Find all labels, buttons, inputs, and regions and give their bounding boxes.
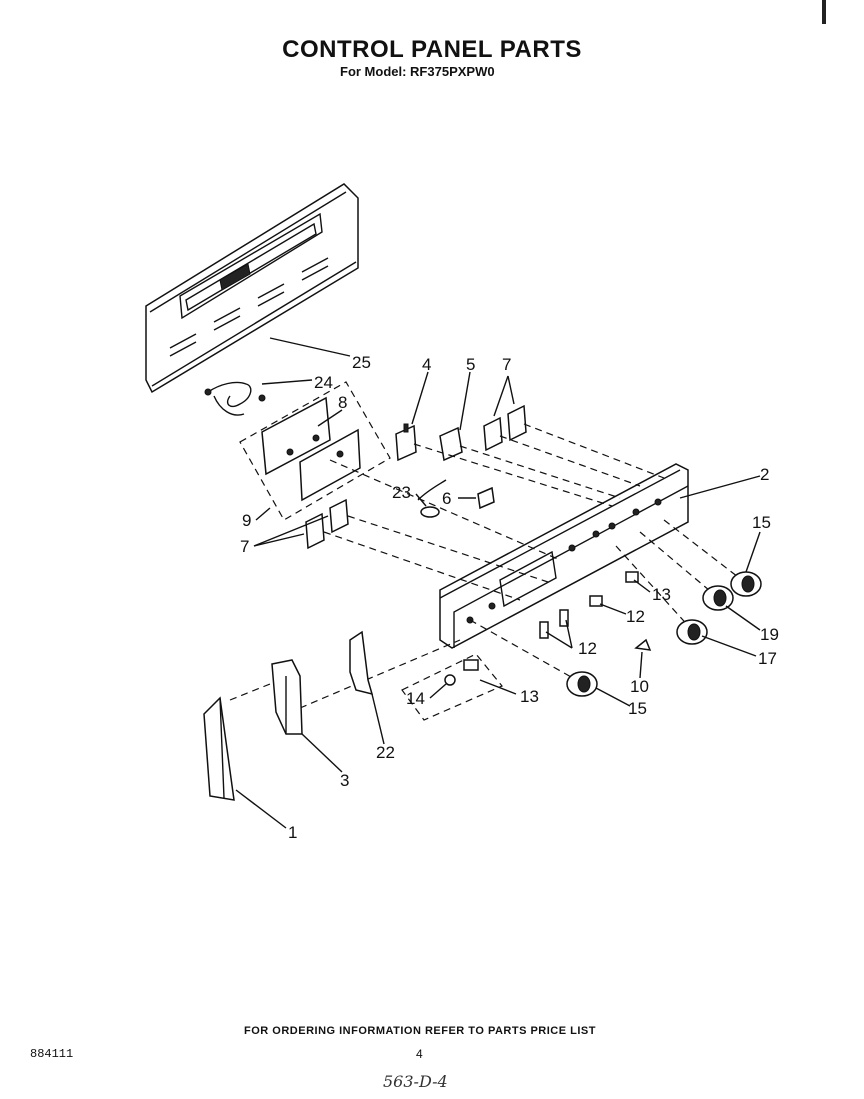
wire-harness-part [204,381,266,416]
model-subtitle: For Model: RF375PXPW0 [340,64,495,79]
callout-6: 6 [442,489,451,508]
callout-17: 17 [758,649,777,668]
lens-part-12-upper [589,595,603,607]
page-edge-mark [822,0,826,24]
callout-23: 23 [392,483,411,502]
page-title: CONTROL PANEL PARTS [282,36,582,63]
switch-part-6 [477,486,495,510]
callout-9: 9 [242,511,251,530]
handwritten-note: 563-D-4 [383,1072,448,1091]
lens-part-12-pair [539,609,569,639]
clip-part-23 [417,479,447,518]
callout-5: 5 [466,355,475,374]
callout-7-top: 7 [502,355,511,374]
callout-1: 1 [288,823,297,842]
switch-part-5 [439,426,463,462]
callout-12-lower: 12 [578,639,597,658]
knob-part-15-bottom [566,671,598,697]
callout-15-bottom: 15 [628,699,647,718]
callout-4: 4 [422,355,431,374]
bracket-part-22 [349,630,374,696]
callout-25: 25 [352,353,371,372]
callout-10: 10 [630,677,649,696]
callout-3: 3 [340,771,349,790]
leader-lines [235,337,761,829]
callout-13-upper: 13 [652,585,671,604]
knob-part-17 [676,619,708,645]
callout-24: 24 [314,373,333,392]
lens-part-13-upper [625,571,639,583]
page-number: 4 [416,1047,423,1061]
callout-labels: 25 24 8 4 5 7 2 23 6 9 7 15 13 12 12 19 … [240,353,779,842]
control-panel-part [439,463,689,649]
callout-22: 22 [376,743,395,762]
back-panel-part [145,183,359,394]
knob-part-15-right [730,571,762,597]
indicator-part-10 [634,638,652,651]
callout-14: 14 [406,689,425,708]
end-cap-part-1 [203,696,235,801]
assembly-lines [229,423,743,709]
callout-12-upper: 12 [626,607,645,626]
callout-8: 8 [338,393,347,412]
switch-part-7b [507,404,527,442]
switch-part-7d [329,498,349,534]
callout-2: 2 [760,465,769,484]
callout-13-lower: 13 [520,687,539,706]
callout-19: 19 [760,625,779,644]
timer-assembly-part [239,381,391,521]
callout-7-left: 7 [240,537,249,556]
callout-15-right: 15 [752,513,771,532]
switch-part-7a [483,416,503,452]
lamp-group-13-14 [401,653,503,721]
document-number: 884111 [30,1047,74,1061]
ordering-note: FOR ORDERING INFORMATION REFER TO PARTS … [244,1025,596,1037]
switch-part-4 [395,423,417,462]
end-cap-part-3 [271,659,303,735]
knob-part-19 [702,585,734,611]
